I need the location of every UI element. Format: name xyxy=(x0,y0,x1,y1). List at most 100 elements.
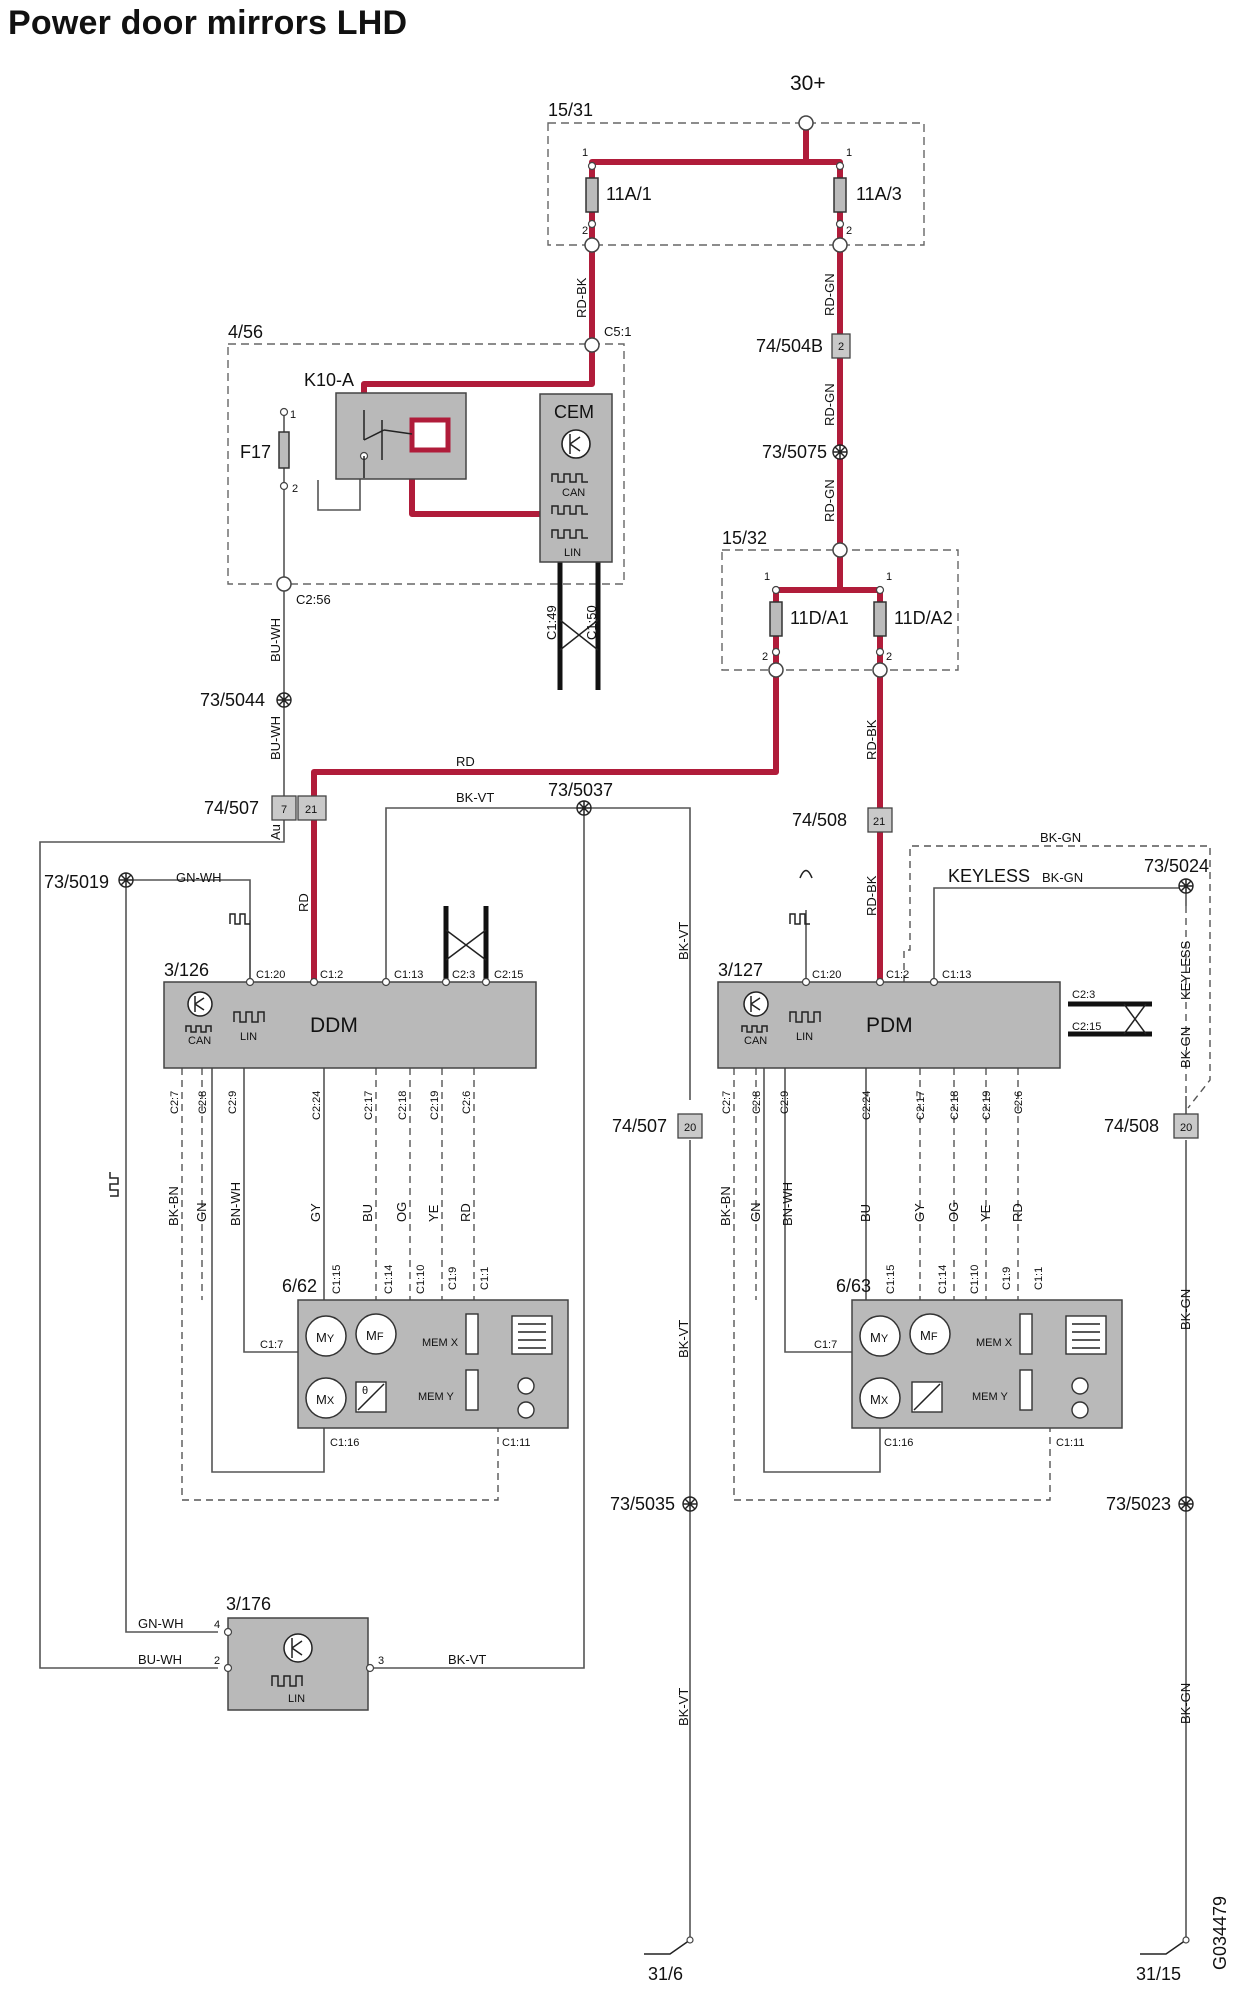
keyless-vertical-label: KEYLESS xyxy=(1178,940,1193,1000)
pin-label: 1 xyxy=(290,409,296,421)
module-pin-dots xyxy=(245,977,939,987)
connector-74-508-label: 74/508 xyxy=(792,810,847,830)
connector-74-507-pin-b: 21 xyxy=(305,804,317,816)
ground-left-label: 31/6 xyxy=(648,1964,683,1984)
pin-label: 1 xyxy=(764,571,770,583)
wire-bk-vt-2: BK-VT xyxy=(676,922,691,960)
connector-74-507-mid-label: 74/507 xyxy=(612,1116,667,1136)
ml-pin-c1-14: C1:14 xyxy=(383,1265,395,1294)
pdm-pin-c1-2: C1:2 xyxy=(886,969,909,981)
fuse-11a-3-label: 11A/3 xyxy=(856,184,902,204)
relay-k10-a-symbol xyxy=(359,410,451,478)
ground-symbols xyxy=(644,1936,1190,1955)
ml-motor-y: MY xyxy=(316,1330,335,1345)
pdm-pin-c1-13: C1:13 xyxy=(942,969,971,981)
mirror-left-id: 6/62 xyxy=(282,1276,317,1296)
pin-label: 2 xyxy=(292,483,298,495)
ground-right-label: 31/15 xyxy=(1136,1964,1181,1984)
wire-gn-wh-top: GN-WH xyxy=(176,870,222,885)
ddm-icons xyxy=(109,913,265,1197)
pdm-wire-bk-bn: BK-BN xyxy=(718,1186,733,1226)
wire-rd-gn-1: RD-GN xyxy=(822,273,837,316)
c5-1-label: C5:1 xyxy=(604,324,631,339)
ddm-wire-gy: GY xyxy=(308,1203,323,1222)
fuse-box-15-31-label: 15/31 xyxy=(548,100,593,120)
ml-motor-y-sub: Y xyxy=(327,1333,335,1345)
ml-motor-x-sub: X xyxy=(327,1395,335,1407)
mr-pin-c1-14: C1:14 xyxy=(937,1265,949,1294)
fuse-box-15-31 xyxy=(547,122,925,246)
fuse-11d-a1 xyxy=(769,601,783,637)
wire-rd-ddm: RD xyxy=(296,893,311,912)
wire-rd-gn-3: RD-GN xyxy=(822,479,837,522)
cem-label: CEM xyxy=(554,402,594,422)
fuse-f17-label: F17 xyxy=(240,442,271,462)
wire-rd-bk-3: RD-BK xyxy=(864,875,879,916)
wire-rd-top: RD xyxy=(456,754,475,769)
fuse-11d-a2-label: 11D/A2 xyxy=(894,608,953,628)
pdm-name: PDM xyxy=(866,1014,913,1037)
ml-motor-x: MX xyxy=(316,1392,335,1407)
fuse-f17 xyxy=(278,431,290,469)
connection-nodes xyxy=(276,115,888,678)
pdm-wire-gn: GN xyxy=(748,1203,763,1223)
connector-74-507-pin-a: 7 xyxy=(281,804,287,816)
mr-mem-y: MEM Y xyxy=(972,1391,1009,1403)
ddm-pin-c2-6: C2:6 xyxy=(461,1091,473,1114)
ddm-wire-gn: GN xyxy=(194,1203,209,1223)
ddm-wire-rd: RD xyxy=(458,1203,473,1222)
mr-pin-c1-16: C1:16 xyxy=(884,1437,913,1449)
mr-pin-c1-10: C1:10 xyxy=(969,1265,981,1294)
connector-74-504b-pin: 2 xyxy=(838,341,844,353)
pdm-pin-c2-19: C2:19 xyxy=(981,1091,993,1120)
ml-pin-c1-16: C1:16 xyxy=(330,1437,359,1449)
pin-label: 1 xyxy=(846,147,852,159)
ddm-pin-c2-17: C2:17 xyxy=(363,1091,375,1120)
cem-can-label: CAN xyxy=(562,487,585,499)
wire-gn-wh-switch: GN-WH xyxy=(138,1616,184,1631)
wire-bk-vt-top: BK-VT xyxy=(456,790,494,805)
ddm-pin-c2-7: C2:7 xyxy=(169,1091,181,1114)
ddm-pin-c2-19: C2:19 xyxy=(429,1091,441,1120)
mr-pin-c1-9: C1:9 xyxy=(1001,1267,1013,1290)
supply-label: 30+ xyxy=(790,72,826,95)
mr-motor-y: MY xyxy=(870,1330,889,1345)
fuse-11a-3 xyxy=(833,177,847,213)
ddm-pin-c2-3: C2:3 xyxy=(452,969,475,981)
mirror-right-id: 6/63 xyxy=(836,1276,871,1296)
cem-transistor-icon xyxy=(561,429,591,459)
fuse-box-15-32-label: 15/32 xyxy=(722,528,767,548)
ml-motor-f-sub: F xyxy=(377,1331,384,1343)
pin-label: 2 xyxy=(582,225,588,237)
wire-bk-gn-top: BK-GN xyxy=(1040,830,1081,845)
cem-bus-lines xyxy=(443,560,1152,1037)
pdm-id-label: 3/127 xyxy=(718,960,763,980)
wire-rd-bk-2: RD-BK xyxy=(864,719,879,760)
mr-pin-c1-7: C1:7 xyxy=(814,1339,837,1351)
figure-code: G034479 xyxy=(1210,1896,1230,1970)
ml-motor-y-m: M xyxy=(316,1330,327,1345)
ml-motor-x-m: M xyxy=(316,1392,327,1407)
wire-bk-gn-5: BK-GN xyxy=(1178,1683,1193,1724)
ml-mem-x: MEM X xyxy=(422,1337,459,1349)
connector-74-508-mid-label: 74/508 xyxy=(1104,1116,1159,1136)
switch-id-label: 3/176 xyxy=(226,1594,271,1614)
ddm-pin-c1-13: C1:13 xyxy=(394,969,423,981)
wire-rd-bk-1: RD-BK xyxy=(574,277,589,318)
pdm-pin-c2-6: C2:6 xyxy=(1013,1091,1025,1114)
mr-pin-c1-1: C1:1 xyxy=(1033,1267,1045,1290)
splice-73-5037-label: 73/5037 xyxy=(548,780,613,800)
c1-49-label: C1:49 xyxy=(544,605,559,640)
wire-bk-gn-4: BK-GN xyxy=(1178,1289,1193,1330)
mr-motor-f-sub: F xyxy=(931,1331,938,1343)
ddm-wire-bn-wh: BN-WH xyxy=(228,1182,243,1226)
ddm-name: DDM xyxy=(310,1014,358,1037)
wire-bk-vt-4: BK-VT xyxy=(676,1688,691,1726)
ddm-pin-c1-2: C1:2 xyxy=(320,969,343,981)
mr-mem-x: MEM X xyxy=(976,1337,1013,1349)
pin-label: 2 xyxy=(886,651,892,663)
cem-enclosure-4-56 xyxy=(227,343,625,585)
switch-icons xyxy=(223,1627,375,1687)
pdm-pin-c2-7: C2:7 xyxy=(721,1091,733,1114)
ddm-id-label: 3/126 xyxy=(164,960,209,980)
